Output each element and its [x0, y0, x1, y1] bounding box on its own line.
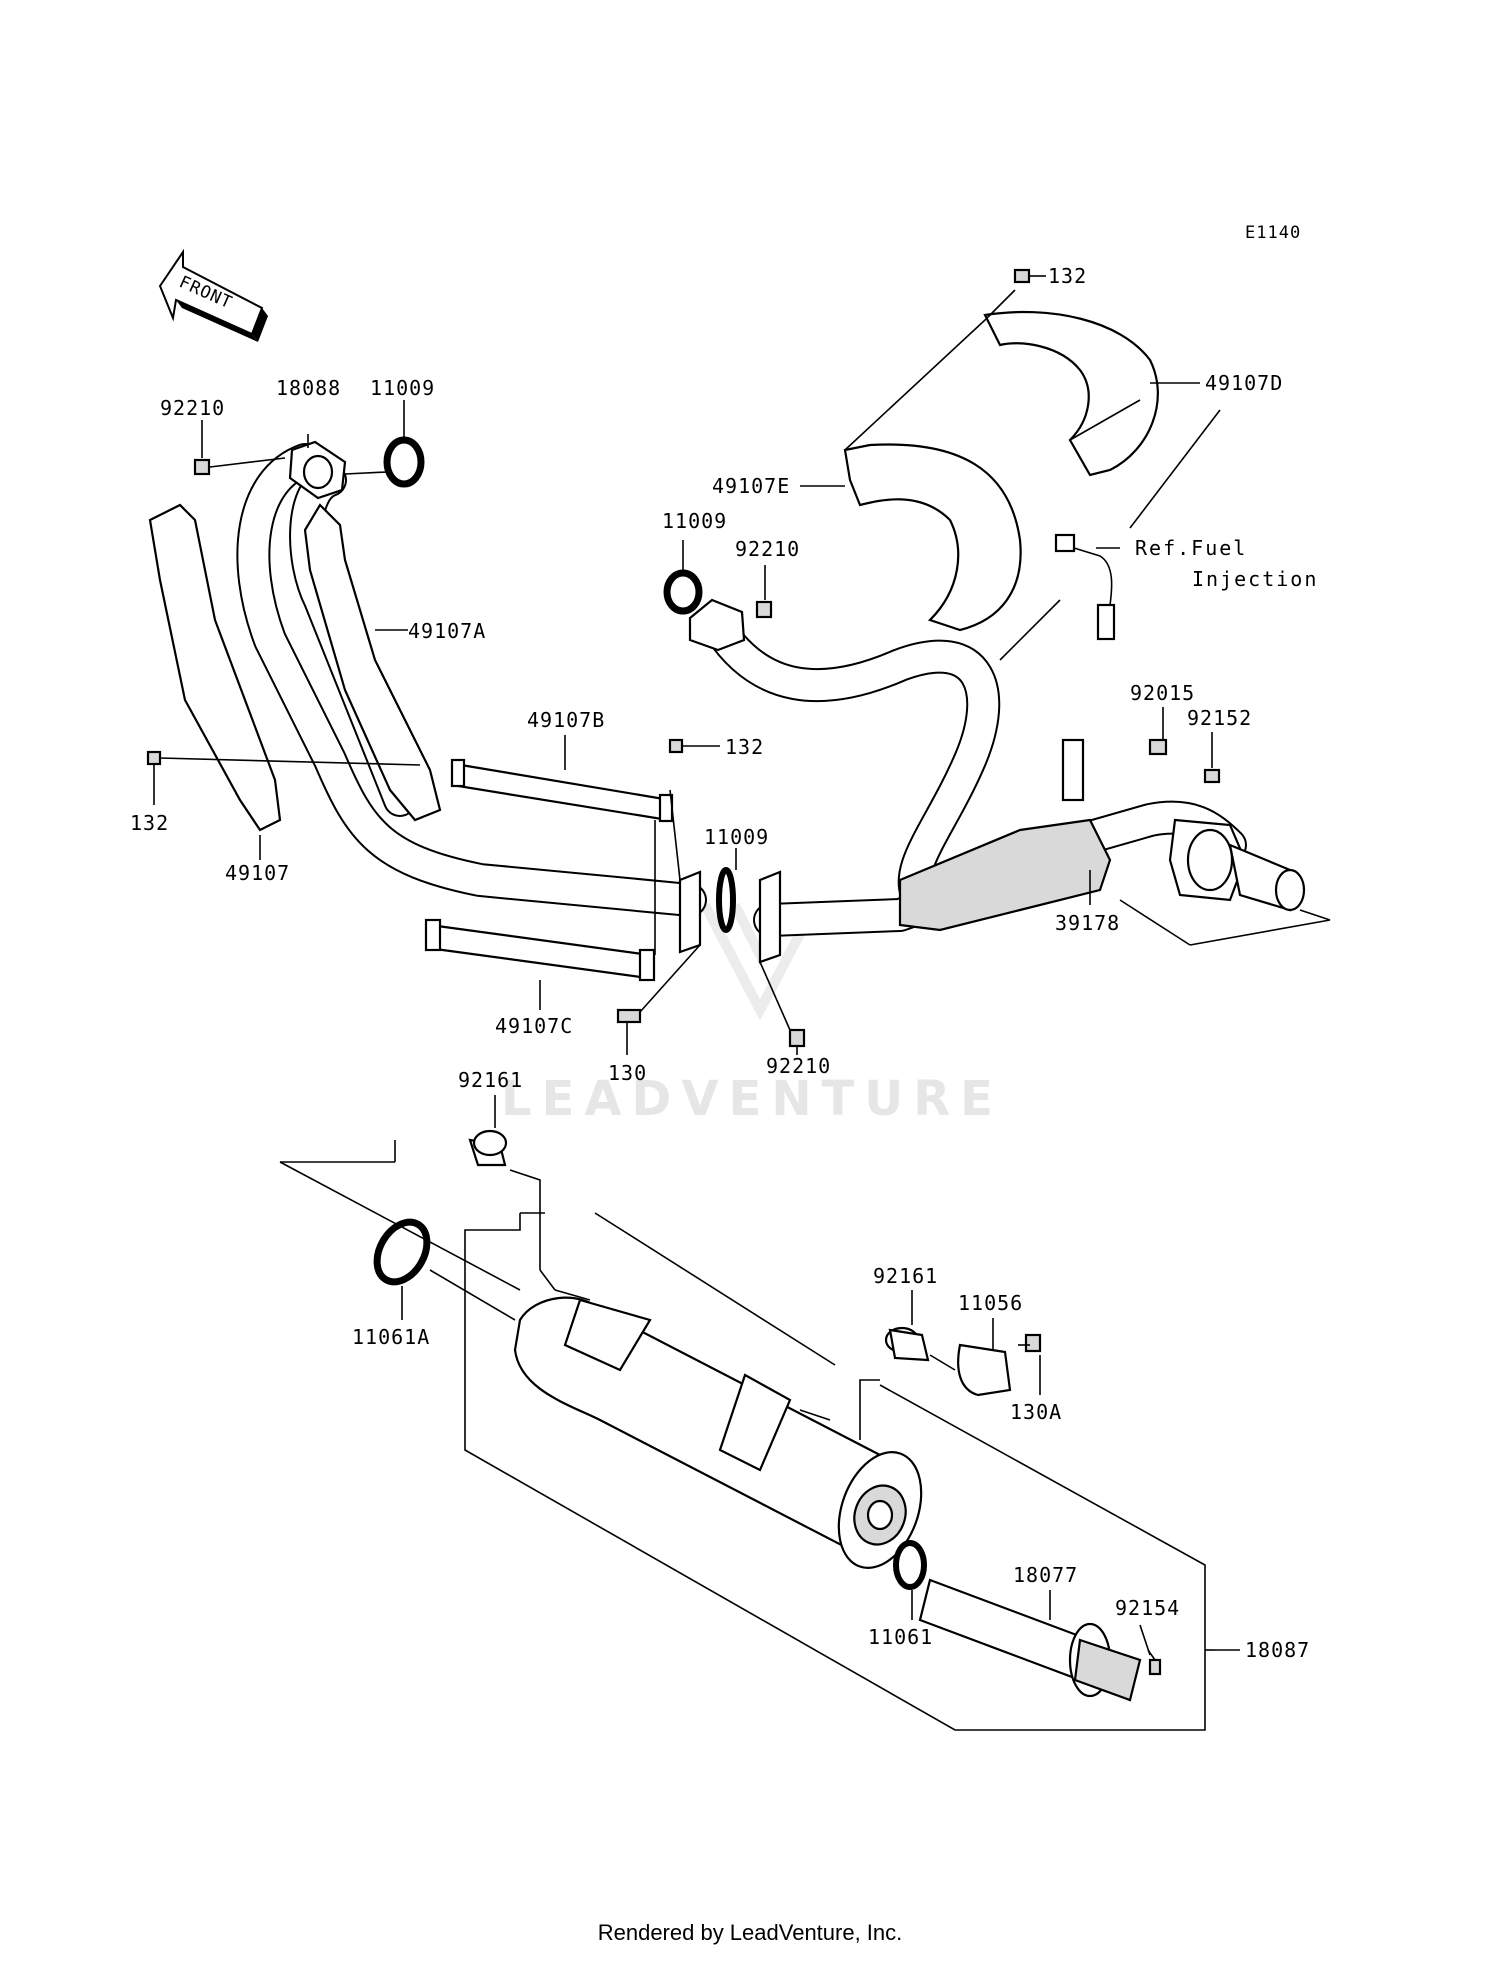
callout-p92210a: 92210 — [160, 396, 225, 420]
callout-p132c: 132 — [130, 811, 169, 835]
callout-p92161b: 92161 — [873, 1264, 938, 1288]
callout-p92210b: 92210 — [735, 537, 800, 561]
callout-p132b: 132 — [725, 735, 764, 759]
callout-p92161a: 92161 — [458, 1068, 523, 1092]
callout-p39178: 39178 — [1055, 911, 1120, 935]
front-arrow-icon: FRONT — [158, 248, 268, 342]
callout-p49107E: 49107E — [712, 474, 790, 498]
leader-lines-lower — [401, 1095, 1240, 1656]
watermark-text: LEADVENTURE — [501, 1071, 1003, 1127]
gasket-11009-left — [383, 436, 425, 488]
bolt-132-mid — [668, 738, 684, 754]
callout-p18087: 18087 — [1245, 1638, 1310, 1662]
part-callouts: 132 49107D 92210 18088 11009 49107E 11009 92210… — [130, 264, 1310, 1662]
o2-sensor — [1054, 533, 1116, 802]
callout-p11061: 11061 — [868, 1625, 933, 1649]
callout-p130: 130 — [608, 1061, 647, 1085]
heat-shield-49107C — [424, 918, 656, 982]
collector-39178 — [898, 818, 1112, 932]
leader-lines-upper — [153, 275, 1331, 1055]
callout-p49107C: 49107C — [495, 1014, 573, 1038]
flange-right — [688, 598, 746, 652]
heat-shield-49107E — [843, 443, 1022, 632]
heat-shield-49107B — [450, 758, 674, 823]
callout-p49107D: 49107D — [1205, 371, 1283, 395]
callout-p130A: 130A — [1010, 1400, 1062, 1424]
nut-92210-left — [193, 458, 211, 476]
callout-p49107: 49107 — [225, 861, 290, 885]
callout-p18088: 18088 — [276, 376, 341, 400]
callout-p11009c: 11009 — [704, 825, 769, 849]
muffler-assembly — [279, 1129, 1215, 1731]
diagram-code: E1140 — [1245, 223, 1301, 243]
ref-note-line1: Ref.Fuel — [1135, 536, 1247, 560]
callout-p92210c: 92210 — [766, 1054, 831, 1078]
callout-p11009b: 11009 — [662, 509, 727, 533]
callout-p49107A: 49107A — [408, 619, 486, 643]
heat-shield-49107 — [148, 503, 282, 832]
ref-note-line2: Injection — [1192, 567, 1318, 591]
nut-92210-right — [755, 600, 773, 619]
heat-shield-49107A — [303, 503, 442, 822]
footer-credit: Rendered by LeadVenture, Inc. — [597, 1920, 903, 1945]
heat-shield-49107D — [983, 310, 1159, 477]
watermark: LEADVENTURE — [501, 902, 1003, 1127]
callout-p92154: 92154 — [1115, 1596, 1180, 1620]
gasket-11009-right — [663, 569, 703, 615]
callout-p18077: 18077 — [1013, 1563, 1078, 1587]
outlet-flange — [1148, 738, 1306, 912]
callout-p92015: 92015 — [1130, 681, 1195, 705]
bolt-132-top — [1013, 268, 1031, 284]
callout-p49107B: 49107B — [527, 708, 605, 732]
callout-p11056: 11056 — [958, 1291, 1023, 1315]
callout-p11061A: 11061A — [352, 1325, 430, 1349]
callout-p132a: 132 — [1048, 264, 1087, 288]
flange-18088 — [288, 440, 347, 500]
bolt-132-left — [146, 750, 162, 766]
center-joint — [616, 867, 806, 1048]
callout-p11009a: 11009 — [370, 376, 435, 400]
callout-p92152: 92152 — [1187, 706, 1252, 730]
